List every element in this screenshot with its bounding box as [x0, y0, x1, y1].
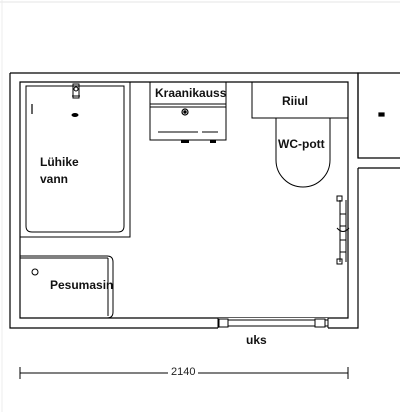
sink-label: Kraanikauss [155, 86, 227, 100]
adjacent-room [357, 72, 400, 169]
shelf [251, 81, 349, 119]
washer-knob-icon [31, 268, 39, 276]
bathtub-label-line1: Lühike [40, 155, 79, 169]
bathtub-label-line2: vann [40, 172, 69, 186]
shelf-label: Riiul [282, 94, 308, 108]
door-label: uks [246, 333, 267, 347]
bathtub-drain-icon [71, 113, 79, 117]
sink-pipe-icon [181, 140, 216, 143]
bathtub [19, 81, 131, 238]
toilet-label: WC-pott [278, 137, 325, 151]
width-dimension-value: 2140 [168, 366, 199, 379]
washing-machine [19, 255, 114, 319]
toilet [275, 118, 331, 188]
bathtub-faucet-icon [72, 83, 80, 99]
sink-drain-icon [181, 108, 189, 116]
towel-heater-icon [336, 195, 350, 265]
washer-label: Pesumasin [50, 278, 114, 292]
door-threshold [217, 318, 329, 328]
